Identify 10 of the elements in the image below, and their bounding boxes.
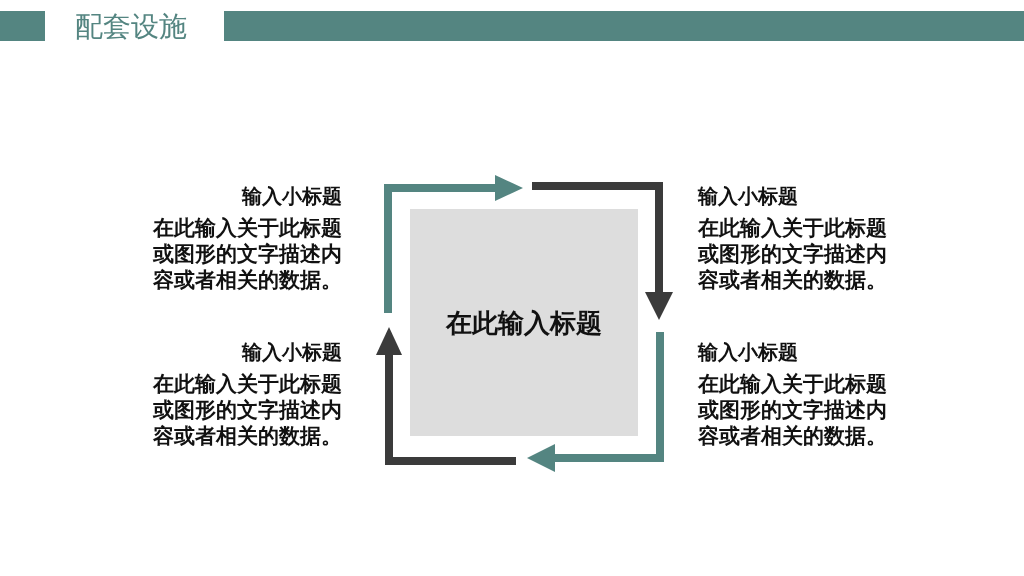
description-text: 在此输入关于此标题或图形的文字描述内容或者相关的数据。 <box>152 371 342 449</box>
title-box: 在此输入标题 <box>410 209 638 436</box>
description-text: 在此输入关于此标题或图形的文字描述内容或者相关的数据。 <box>698 371 888 449</box>
subtitle: 输入小标题 <box>698 184 799 208</box>
subtitle: 输入小标题 <box>240 184 342 208</box>
subtitle: 输入小标题 <box>698 340 799 364</box>
description-text: 在此输入关于此标题或图形的文字描述内容或者相关的数据。 <box>152 215 342 293</box>
subtitle: 输入小标题 <box>240 340 342 364</box>
page-title: 配套设施 <box>75 9 187 45</box>
description-text: 在此输入关于此标题或图形的文字描述内容或者相关的数据。 <box>698 215 888 293</box>
